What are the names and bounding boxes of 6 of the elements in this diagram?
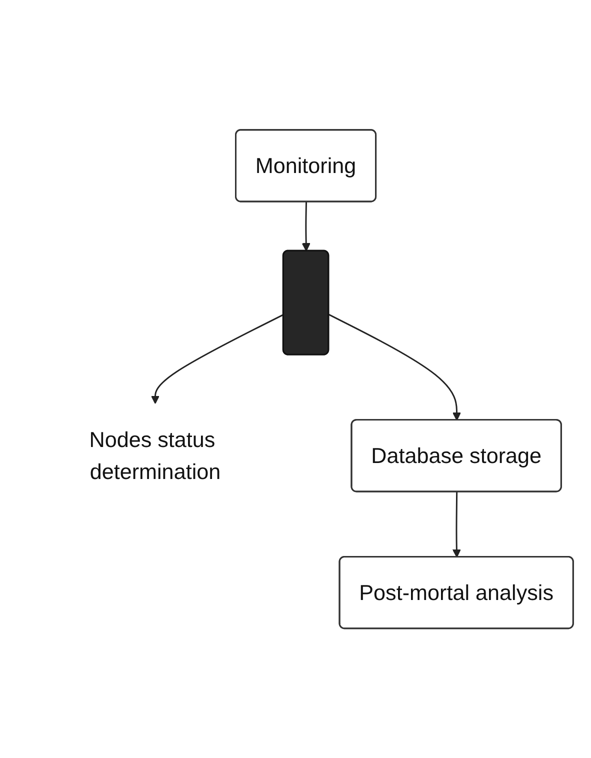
- arrow: [302, 202, 310, 252]
- node-text: Nodes status determination: [89, 427, 221, 484]
- arrow: [452, 492, 461, 558]
- arrow: [328, 314, 462, 421]
- flowchart: Monitoring Nodes status determination Database storage Post-mortal analysis: [10, 122, 581, 636]
- arrow: [150, 314, 284, 404]
